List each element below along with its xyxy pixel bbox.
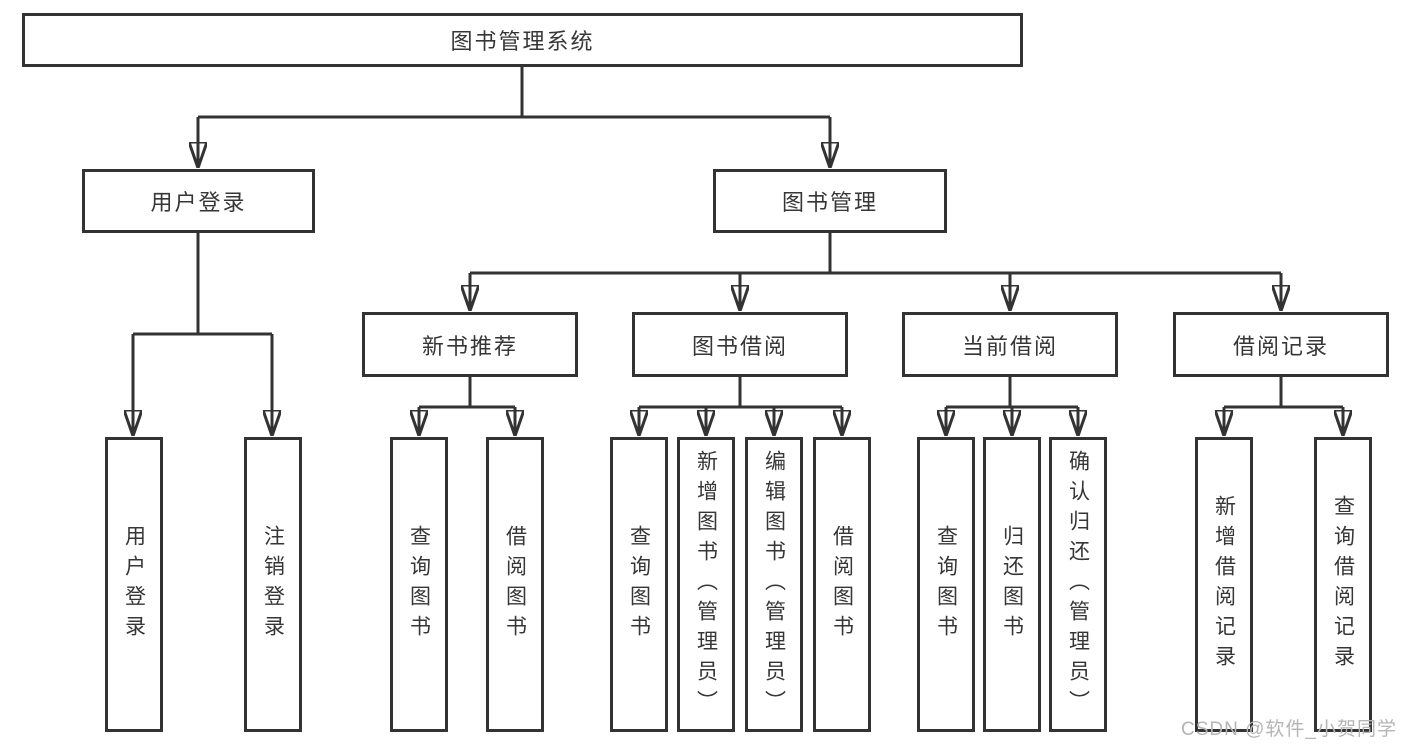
node-root-label: 图书管理系统 <box>450 29 595 54</box>
leaf-query-books-2-label: 查询图书 <box>627 524 651 645</box>
leaf-query-books-1-label: 查询图书 <box>407 524 431 645</box>
node-borrow-records-label: 借阅记录 <box>1232 333 1329 359</box>
node-new-books: 新书推荐 <box>362 312 578 377</box>
leaf-query-books-3: 查询图书 <box>917 437 975 732</box>
leaf-borrow-books-1-label: 借阅图书 <box>503 524 527 645</box>
leaf-edit-books-admin: 编辑图书（管理员） <box>745 437 803 732</box>
leaf-return-books: 归还图书 <box>983 437 1041 732</box>
node-book-mgmt-label: 图书管理 <box>781 190 878 215</box>
leaf-query-borrow-record-label: 查询借阅记录 <box>1331 494 1355 675</box>
node-book-borrow-label: 图书借阅 <box>691 333 788 359</box>
connector-book-mgmt-to-level3 <box>470 233 1281 309</box>
node-book-mgmt: 图书管理 <box>713 169 947 233</box>
leaf-add-books-admin-label: 新增图书（管理员） <box>694 449 718 720</box>
leaf-borrow-books-2-label: 借阅图书 <box>830 524 854 645</box>
leaf-query-books-1: 查询图书 <box>390 437 448 732</box>
leaf-borrow-books-2: 借阅图书 <box>813 437 871 732</box>
leaf-query-books-3-label: 查询图书 <box>934 524 958 645</box>
node-borrow-records: 借阅记录 <box>1173 312 1389 377</box>
connector-book-borrow-children <box>639 377 842 434</box>
leaf-query-books-2: 查询图书 <box>610 437 668 732</box>
node-current-borrow-label: 当前借阅 <box>961 333 1058 359</box>
node-current-borrow: 当前借阅 <box>902 312 1118 377</box>
node-user-login: 用户登录 <box>82 169 315 233</box>
leaf-confirm-return-admin: 确认归还（管理员） <box>1049 437 1107 732</box>
connector-current-borrow-children <box>946 377 1078 434</box>
leaf-borrow-books-1: 借阅图书 <box>486 437 544 732</box>
connector-new-books-children <box>419 377 515 434</box>
connector-borrow-records-children <box>1224 377 1343 434</box>
leaf-logout-label: 注销登录 <box>261 524 285 645</box>
leaf-query-borrow-record: 查询借阅记录 <box>1314 437 1372 732</box>
leaf-add-borrow-record-label: 新增借阅记录 <box>1212 494 1236 675</box>
node-new-books-label: 新书推荐 <box>421 333 518 359</box>
node-root: 图书管理系统 <box>22 13 1023 67</box>
leaf-logout: 注销登录 <box>244 437 302 732</box>
leaf-return-books-label: 归还图书 <box>1000 524 1024 645</box>
leaf-user-login: 用户登录 <box>105 437 163 732</box>
connector-root-to-level2 <box>198 67 830 166</box>
node-user-login-label: 用户登录 <box>150 190 247 215</box>
leaf-edit-books-admin-label: 编辑图书（管理员） <box>762 449 786 720</box>
connector-user-login-children <box>133 233 272 434</box>
leaf-add-books-admin: 新增图书（管理员） <box>677 437 735 732</box>
watermark-text: CSDN @软件_小贺同学 <box>1181 719 1397 740</box>
node-book-borrow: 图书借阅 <box>632 312 848 377</box>
leaf-user-login-label: 用户登录 <box>122 524 146 645</box>
leaf-add-borrow-record: 新增借阅记录 <box>1195 437 1253 732</box>
leaf-confirm-return-admin-label: 确认归还（管理员） <box>1066 449 1090 720</box>
